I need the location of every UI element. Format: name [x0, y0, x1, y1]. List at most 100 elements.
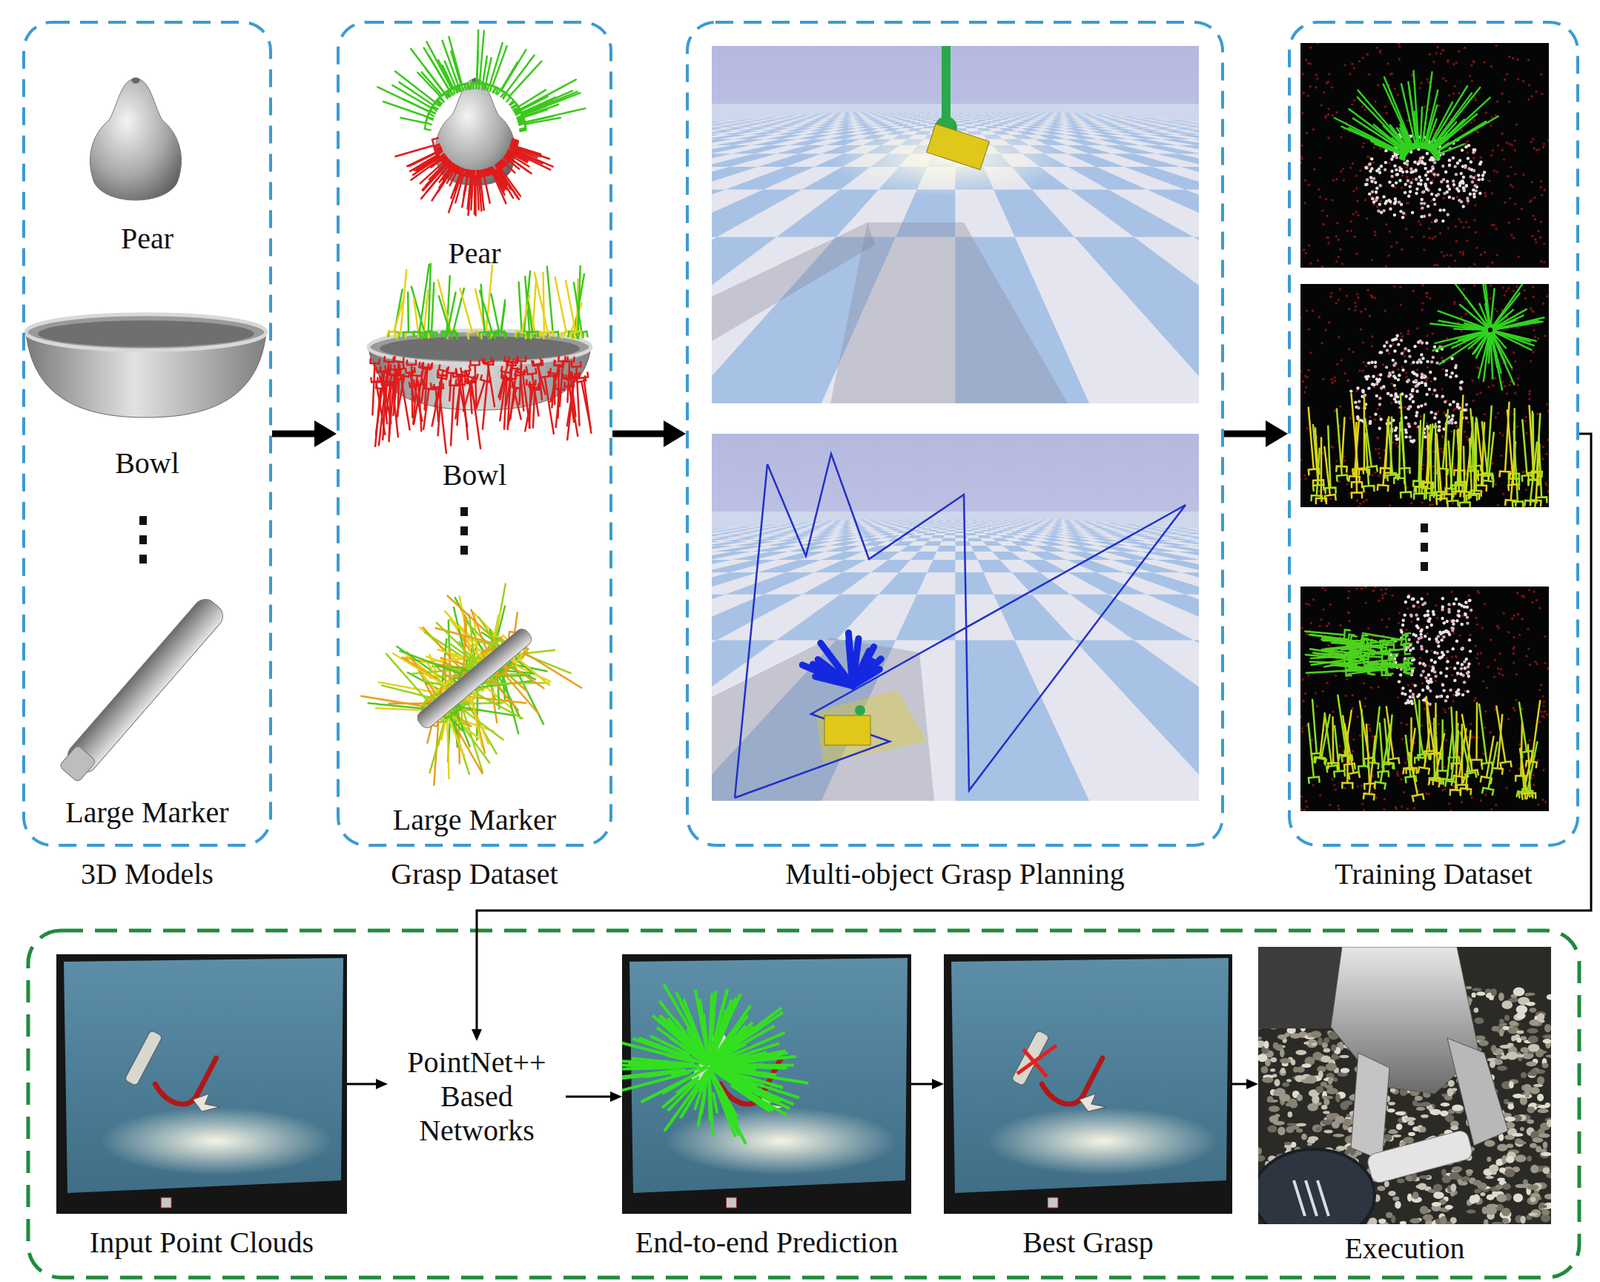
- floor-tile: [955, 111, 960, 113]
- floor-tile: [955, 551, 978, 560]
- grasp-pose: [413, 264, 430, 339]
- floor-tile: [950, 114, 956, 116]
- floor-tile: [955, 111, 960, 113]
- floor-tile: [969, 118, 978, 120]
- floor-tile: [951, 111, 955, 113]
- ellipsis-dot: [139, 535, 147, 545]
- marker-model: [415, 626, 535, 732]
- floor-tile: [983, 111, 988, 112]
- grasp-pose: [496, 665, 540, 714]
- grasp-pose: [550, 368, 560, 408]
- grasp-pose: [437, 370, 447, 436]
- grasp-pose: [410, 150, 449, 181]
- grasp-pose: [469, 686, 522, 719]
- floor-tile: [951, 112, 956, 115]
- grasp-pose: [470, 30, 483, 89]
- floor-tile: [960, 115, 967, 118]
- marker-body: [415, 626, 535, 732]
- grasp-pose: [423, 147, 448, 166]
- grasp-pose: [490, 160, 519, 198]
- floor-tile: [1146, 593, 1199, 640]
- grasp-pose: [555, 384, 565, 428]
- grasp-pose: [512, 96, 548, 119]
- floor-tile: [1189, 122, 1199, 124]
- floor-tile: [1191, 139, 1199, 146]
- grasp-pose: [534, 272, 554, 339]
- grasp-pose: [450, 643, 482, 669]
- grasp-pose: [547, 266, 559, 338]
- floor-tile: [933, 111, 938, 112]
- ellipsis-dot: [460, 526, 468, 536]
- grasp-pose: [507, 141, 538, 158]
- floor-tile: [898, 559, 933, 573]
- floor-tile: [955, 115, 962, 118]
- floor-tile: [966, 111, 970, 112]
- floor-tile: [951, 112, 956, 114]
- floor-tile: [962, 120, 971, 122]
- floor-tile: [955, 113, 961, 115]
- grasp-pose: [428, 54, 458, 98]
- grasp-pose: [426, 283, 437, 339]
- floor-tile: [1193, 126, 1199, 129]
- grasp-pose: [383, 101, 436, 125]
- floor-tile: [1193, 237, 1199, 404]
- grasp-pose: [389, 370, 399, 438]
- floor-tile: [919, 111, 924, 112]
- floor-tile: [915, 111, 921, 112]
- grasp-pose: [448, 37, 469, 92]
- floor-tile: [951, 111, 956, 112]
- floor-tile: [1175, 139, 1199, 146]
- floor-tile: [1071, 112, 1081, 114]
- grasp-pose: [479, 290, 499, 339]
- grasp-pose: [478, 616, 503, 650]
- grasp-pose: [432, 161, 461, 201]
- floor-tile: [1195, 551, 1199, 560]
- clipped-figure: [711, 45, 1199, 404]
- grasp-pose: [493, 62, 518, 98]
- floor-tile: [949, 114, 955, 117]
- floor-tile: [955, 114, 961, 117]
- grasp-pose: [392, 653, 453, 693]
- grasp-pose: [417, 72, 449, 106]
- floor-tile: [923, 111, 928, 112]
- grasp-pose: [369, 358, 379, 415]
- floor-tile: [1178, 153, 1199, 167]
- floor-tile: [1177, 551, 1199, 560]
- grasp-pose: [395, 269, 407, 339]
- grasp-pose: [417, 147, 448, 170]
- floor-tile: [968, 117, 976, 119]
- floor-tile: [1133, 639, 1199, 801]
- floor-tile: [1187, 131, 1199, 135]
- floor-tile: [926, 111, 932, 112]
- bowl-inner: [37, 320, 255, 347]
- marker-model: [56, 594, 227, 785]
- floor-tile: [955, 114, 961, 116]
- floor-tile: [959, 111, 964, 113]
- floor-tile: [929, 117, 938, 118]
- floor-tile: [917, 572, 956, 594]
- grasp-pose: [497, 664, 528, 692]
- floor-tile: [979, 111, 984, 112]
- grasp-pose: [447, 368, 456, 402]
- floor-tile: [962, 111, 967, 112]
- floor-tile: [955, 117, 963, 118]
- ellipsis-dot: [460, 545, 468, 555]
- floor-tile: [1195, 145, 1199, 155]
- floor-tile: [955, 120, 964, 122]
- model-figures: [25, 77, 267, 785]
- grasp-pose: [567, 372, 580, 440]
- floor-tile: [1193, 639, 1199, 801]
- floor-tile: [955, 116, 962, 118]
- grasp-pose: [476, 375, 491, 408]
- marker-body: [63, 594, 228, 778]
- floor-tile: [1184, 189, 1199, 237]
- bowl-inner: [379, 336, 580, 362]
- floor-tile: [1177, 145, 1199, 155]
- floor-tile: [1146, 189, 1199, 237]
- grasp-pose: [516, 647, 571, 674]
- floor-tile: [955, 111, 960, 112]
- floor-tile: [930, 111, 935, 112]
- marker-cap: [59, 744, 98, 783]
- floor-tile: [1129, 117, 1147, 118]
- floor-tile: [962, 118, 970, 120]
